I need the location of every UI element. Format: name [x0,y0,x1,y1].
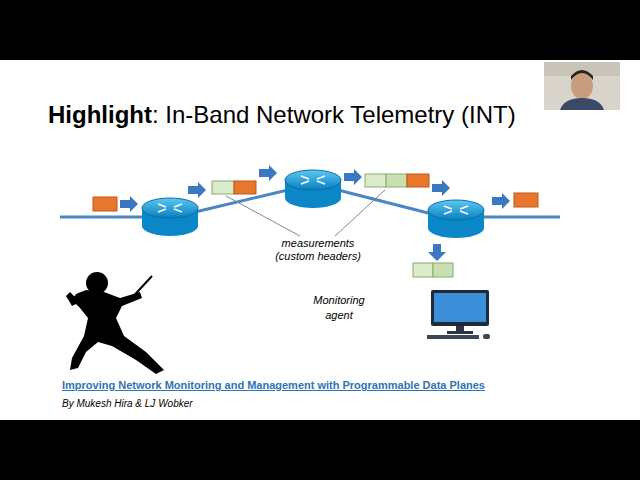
ninja-silhouette [66,272,164,374]
packet-headers [93,174,538,277]
webcam-thumbnail [544,62,620,110]
router-symbol [142,198,198,236]
router-symbol [285,170,341,208]
leader-line [226,190,385,236]
computer-symbol [425,288,495,340]
router-symbol [428,200,484,238]
reference-link: Improving Network Monitoring and Managem… [62,379,582,392]
slide-title: Highlight: In-Band Network Telemetry (IN… [48,100,516,130]
measurement-note: measurements (custom headers) [272,237,364,263]
title-highlight: Highlight [48,101,152,128]
node-label: Monitoring agent [308,293,370,323]
title-rest: : In-Band Network Telemetry (INT) [152,101,516,128]
author-line: By Mukesh Hira & LJ Wobker [62,397,362,410]
monitoring-computer: Monitoring agent [425,288,495,340]
slide-background [0,60,640,420]
